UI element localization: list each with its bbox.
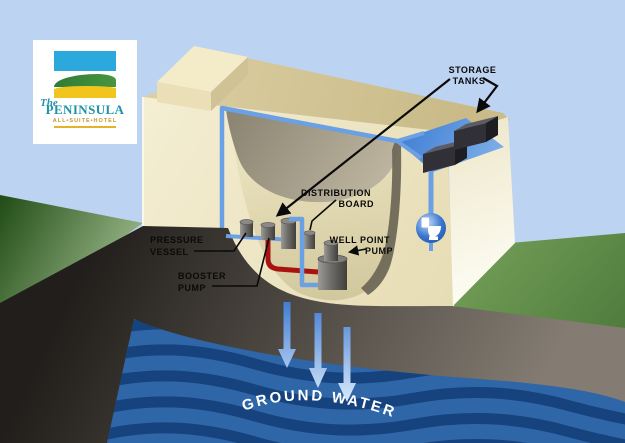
logo-hotel-name: PENINSULA [45, 102, 125, 117]
logo-tagline: ALL•SUITE•HOTEL [52, 118, 118, 124]
grass-right [452, 233, 625, 330]
label-well-point-pump: WELL POINT PUMP [330, 235, 393, 256]
penthouse-front [157, 82, 211, 111]
penthouse-top [157, 46, 248, 92]
logo-sky-band [54, 51, 116, 71]
well-point-pump-arrow [347, 245, 367, 256]
logo-prefix: The [40, 97, 58, 109]
pipe-riser [219, 105, 398, 237]
storage-tank-icon [454, 116, 498, 150]
pipe-red-discharge [265, 238, 319, 275]
well-point-pump-icon [317, 240, 348, 290]
pressure-vessel-icon [239, 219, 254, 237]
logo-hill-band [54, 74, 116, 87]
logo-underline [54, 126, 116, 128]
distribution-board-leader [309, 199, 337, 231]
peninsula-logo: The PENINSULA ALL•SUITE•HOTEL [33, 40, 137, 144]
down-arrow-icon [338, 327, 356, 402]
distribution-board-icon [303, 230, 316, 249]
tank-cylinder-icon [280, 217, 297, 249]
toilet-icon [421, 217, 441, 240]
logo-sand-band [54, 86, 116, 98]
infiltration-arrows [278, 302, 356, 402]
storage-tanks-arrow [476, 77, 499, 114]
pipes-blue-roof [219, 105, 434, 251]
label-pressure-vessel: PRESSURE VESSEL [150, 235, 207, 257]
building-right-face [448, 117, 515, 306]
pipe-fork [395, 131, 425, 160]
penthouse [157, 46, 248, 111]
penthouse-side [211, 57, 248, 111]
pressure-vessel-leader [194, 232, 247, 252]
label-distribution-board: DISTRIBUTION BOARD [301, 188, 374, 209]
logo-cloud-band [54, 71, 116, 76]
cutaway-dome [222, 107, 399, 203]
label-storage-tanks: STORAGE TANKS [449, 65, 500, 86]
down-arrow-icon [309, 313, 327, 388]
logo-landscape-image [54, 51, 116, 99]
down-arrow-icon [278, 302, 296, 368]
ground-water: GROUND WATER [107, 319, 625, 443]
fixture-sphere [416, 213, 446, 243]
label-booster-pump: BOOSTER PUMP [178, 271, 229, 293]
roof-water-pool [397, 116, 504, 173]
cutaway-edge-wall [361, 141, 402, 295]
booster-pump-icon [260, 222, 276, 240]
pipe-well-loop [289, 216, 325, 288]
leader-lines [194, 77, 499, 287]
booster-pump-leader [212, 237, 270, 287]
storage-tanks-long-arrow [275, 78, 451, 217]
